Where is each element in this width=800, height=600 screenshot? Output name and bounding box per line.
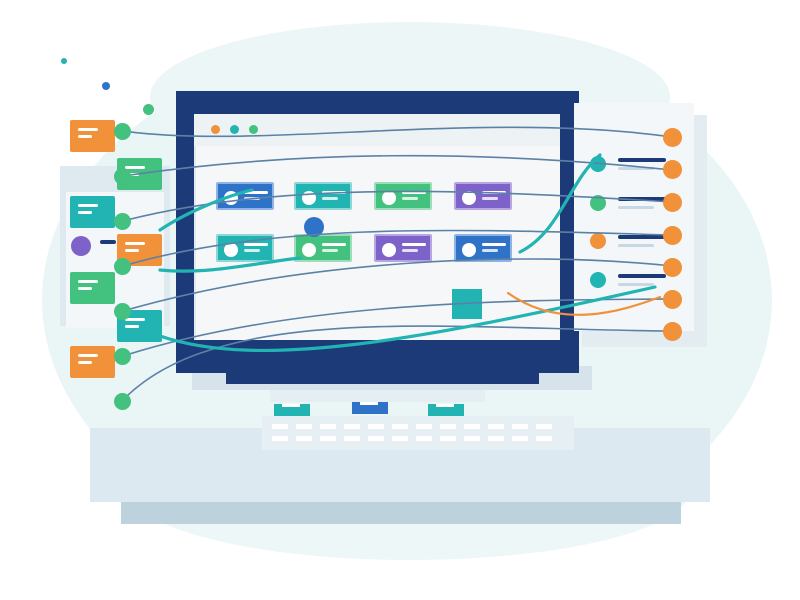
right-dot-orange-icon [590,233,606,249]
right-dot-green-icon [590,195,606,211]
keyboard-key-icon [344,424,360,429]
left-node-green-icon[interactable] [114,258,131,275]
purple-node-icon [71,236,91,256]
keyboard-key-icon [416,424,432,429]
connector-line-teal [518,153,602,254]
connector-line-teal [158,285,657,353]
floating-dot-green-icon [143,104,154,115]
card-green-2[interactable] [294,234,352,262]
keyboard-key-icon [536,424,552,429]
window-dot-green-icon [249,125,258,134]
right-row-line [618,235,666,239]
right-node-orange-icon[interactable] [663,128,682,147]
tile-teal-1[interactable] [70,196,115,228]
card-purple-2[interactable] [374,234,432,262]
keyboard-key-icon [440,436,456,441]
left-node-green-icon[interactable] [114,168,131,185]
keyboard-key-icon [368,424,384,429]
right-row-subline [618,283,654,286]
keyboard-key-icon [512,436,528,441]
connector-line [122,126,673,138]
tile-orange-1[interactable] [70,120,115,152]
screen-sidebar-divider [194,146,196,340]
right-row-subline [618,206,654,209]
connector-line [122,325,673,401]
keyboard-key-icon [272,424,288,429]
keyboard-key-icon [464,436,480,441]
desk-front [121,502,681,524]
card-green[interactable] [374,182,432,210]
keyboard-key-icon [440,424,456,429]
right-node-orange-icon[interactable] [663,160,682,179]
keyboard-key-icon [296,424,312,429]
right-node-orange-icon[interactable] [663,290,682,309]
right-node-orange-icon[interactable] [663,258,682,277]
left-node-green-icon[interactable] [114,393,131,410]
tab-teal [274,404,310,416]
tile-green-2[interactable] [70,272,115,304]
keyboard-key-icon [296,436,312,441]
keyboard-key-icon [464,424,480,429]
left-panel-line [100,240,116,244]
left-node-green-icon[interactable] [114,123,131,140]
window-dot-orange-icon [211,125,220,134]
window-dot-teal-icon [230,125,239,134]
tab-teal-2 [428,404,464,416]
keyboard-key-icon [392,436,408,441]
keyboard-key-icon [344,436,360,441]
right-row-line [618,158,666,162]
keyboard-key-icon [320,424,336,429]
keyboard-key-icon [272,436,288,441]
connector-line [122,258,673,312]
right-node-orange-icon[interactable] [663,193,682,212]
keyboard-key-icon [536,436,552,441]
blue-node-icon [304,217,324,237]
keyboard-key-icon [512,424,528,429]
right-node-orange-icon[interactable] [663,226,682,245]
floating-dot-blue-icon [102,82,110,90]
left-node-green-icon[interactable] [114,348,131,365]
right-row-line [618,274,666,278]
connector-line-teal [158,188,254,232]
card-blue-2[interactable] [454,234,512,262]
keyboard-key-icon [392,424,408,429]
right-dot-teal-2-icon [590,272,606,288]
connector-line-teal [158,256,302,273]
right-node-orange-icon[interactable] [663,322,682,341]
keyboard-key-icon [320,436,336,441]
connector-line [122,229,673,267]
tile-orange-3[interactable] [70,346,115,378]
left-node-green-icon[interactable] [114,303,131,320]
tab-blue [352,402,388,414]
right-row-subline [618,167,654,170]
keyboard-key-icon [488,424,504,429]
keyboard-key-icon [368,436,384,441]
keyboard [262,416,574,450]
connector-line [122,190,673,222]
right-row-line [618,197,666,201]
keyboard-key-icon [488,436,504,441]
right-row-subline [618,244,654,247]
left-node-green-icon[interactable] [114,213,131,230]
floating-dot-teal-icon [61,58,67,64]
connector-line-orange [506,291,662,316]
keyboard-key-icon [416,436,432,441]
